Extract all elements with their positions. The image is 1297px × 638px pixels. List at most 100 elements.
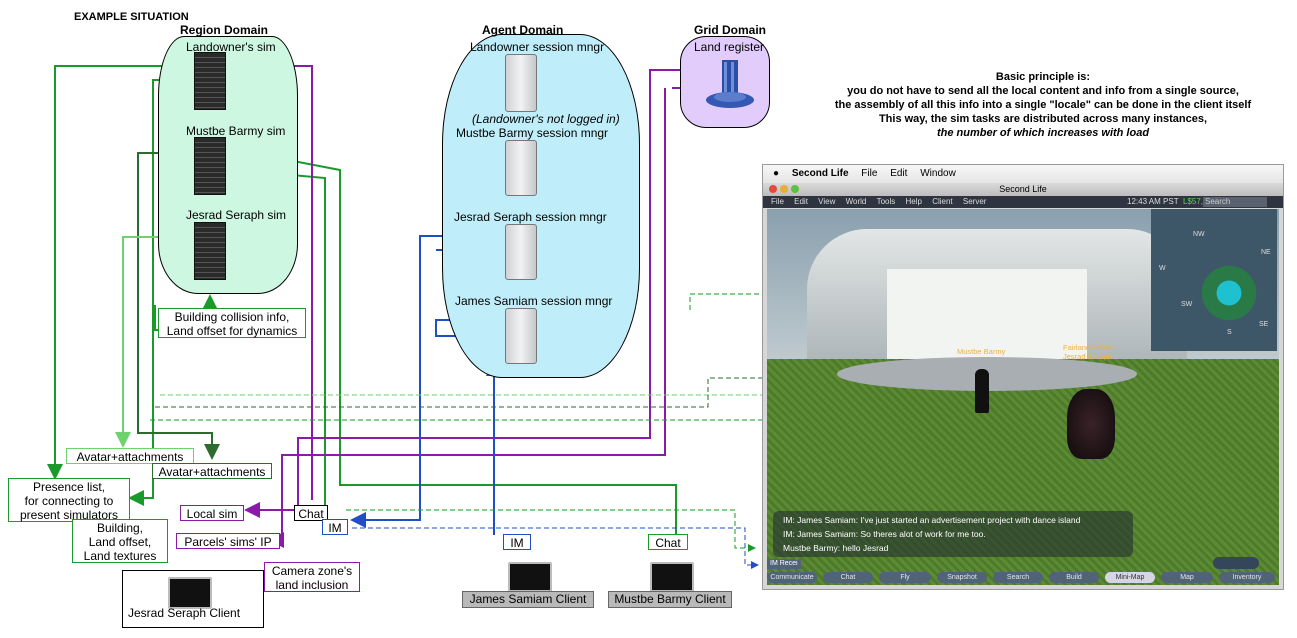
server-tower-icon <box>505 308 537 364</box>
name-tag: Jesrad Seraph <box>1063 352 1112 361</box>
compass-label: NW <box>1193 231 1205 238</box>
sl-menu-item[interactable]: World <box>845 197 867 206</box>
dash-im <box>352 527 759 569</box>
balance: L$57,879 <box>1183 197 1217 206</box>
box-line: Building, <box>96 521 144 535</box>
sl-menubar: File Edit View World Tools Help Client S… <box>763 196 1283 208</box>
name-tag: Fairland Admin <box>1063 343 1114 352</box>
box-line: present simulators <box>19 508 119 522</box>
apple-icon: ● <box>773 168 780 179</box>
jesrad-client-frame <box>122 570 264 628</box>
server-icon <box>194 222 226 280</box>
line-grid-local <box>244 69 700 518</box>
landowner-sim-label: Landowner's sim <box>186 40 276 54</box>
jesrad-sim-label: Jesrad Seraph sim <box>186 208 287 222</box>
dash-chat <box>346 509 756 552</box>
region-domain-ellipse <box>158 36 298 294</box>
mac-menu-item[interactable]: Second Life <box>791 168 849 179</box>
mustbe-chat-box: Chat <box>648 534 688 550</box>
toolbar-inventory[interactable]: Inventory <box>1219 572 1275 583</box>
box-line: Land textures <box>83 549 157 563</box>
server-tower-icon <box>505 140 537 196</box>
sl-menu-item[interactable]: Help <box>905 197 922 206</box>
avatar-box-1: Avatar+attachments <box>66 448 194 464</box>
jesrad-mgr-label: Jesrad Seraph session mngr <box>454 210 607 224</box>
agent-domain-label: Agent Domain <box>482 23 564 37</box>
principle-line: This way, the sim tasks are distributed … <box>878 113 1208 125</box>
volume-control[interactable] <box>1213 557 1259 569</box>
mac-menu-item[interactable]: Edit <box>890 168 908 179</box>
compass-label: W <box>1159 265 1166 272</box>
world-view[interactable]: Mustbe Barmy Fairland Admin Jesrad Serap… <box>767 209 1279 585</box>
mac-menu-item[interactable]: Window <box>920 168 956 179</box>
mini-map[interactable]: NW NE W SW SE S <box>1151 209 1277 351</box>
avatar-figure <box>975 369 989 413</box>
line-mustbe-avatar <box>137 152 220 460</box>
dash-dkgreen <box>155 374 901 408</box>
server-tower-icon <box>505 54 537 112</box>
box-line: for connecting to <box>24 494 114 508</box>
window-title: Second Life <box>763 183 1283 196</box>
agent-domain-ellipse <box>442 34 640 378</box>
search-input[interactable]: Search <box>1203 197 1267 207</box>
clock: 12:43 AM PST <box>1127 197 1179 206</box>
monitor-icon <box>508 562 552 592</box>
toolbar-map[interactable]: Map <box>1161 572 1213 583</box>
box-line: Land offset, <box>88 535 152 549</box>
supercomputer-icon <box>704 56 756 110</box>
principle-line: Basic principle is: <box>995 71 1091 83</box>
im-received-tab[interactable]: IM Recei <box>767 559 801 569</box>
compass-label: NE <box>1261 249 1271 256</box>
avatar-box-2: Avatar+attachments <box>152 463 272 479</box>
james-client-label: James Samiam Client <box>462 591 594 608</box>
toolbar-chat[interactable]: Chat <box>823 572 873 583</box>
sl-menu-item[interactable]: Edit <box>794 197 808 206</box>
chat-box-local: Chat <box>294 505 328 521</box>
compass-label: SE <box>1259 321 1269 328</box>
mustbe-sim-label: Mustbe Barmy sim <box>186 124 286 138</box>
sl-menu-item[interactable]: File <box>771 197 784 206</box>
box-line: Camera zone's <box>271 564 353 578</box>
region-domain-label: Region Domain <box>180 23 269 37</box>
chat-line: IM: James Samiam: I've just started an a… <box>783 515 1081 525</box>
name-tag: Mustbe Barmy <box>957 347 1006 356</box>
toolbar-communicate[interactable]: Communicate <box>767 572 817 583</box>
chat-line: IM: James Samiam: So theres alot of work… <box>783 529 986 539</box>
compass-label: S <box>1227 329 1232 336</box>
server-icon <box>194 137 226 195</box>
chat-overlay <box>773 511 1133 557</box>
box-line: Land offset for dynamics <box>166 324 298 338</box>
principle-line: the number of which increases with load <box>936 127 1150 139</box>
building-box: Building, Land offset, Land textures <box>72 519 168 563</box>
box-line: land inclusion <box>275 578 349 592</box>
zoom-icon[interactable] <box>791 185 799 193</box>
sl-menu-item[interactable]: View <box>818 197 836 206</box>
sl-menu-item[interactable]: Client <box>932 197 953 206</box>
im-box-local: IM <box>322 519 348 535</box>
james-im-box: IM <box>503 534 531 550</box>
jesrad-client-label: Jesrad Seraph Client <box>128 606 241 620</box>
server-icon <box>194 52 226 110</box>
close-icon[interactable] <box>769 185 777 193</box>
parcels-ip-box: Parcels' sims' IP <box>176 533 280 549</box>
james-mgr-label: James Samiam session mngr <box>455 294 613 308</box>
sl-menu-item[interactable]: Server <box>962 197 987 206</box>
mac-menubar: ● Second Life File Edit Window <box>763 165 1283 183</box>
example-title: EXAMPLE SITUATION <box>74 11 189 23</box>
land-register-label: Land register <box>694 40 765 54</box>
toolbar-fly[interactable]: Fly <box>879 572 931 583</box>
toolbar-build[interactable]: Build <box>1049 572 1099 583</box>
sl-menu-item[interactable]: Tools <box>876 197 896 206</box>
mac-menu-item[interactable]: File <box>861 168 878 179</box>
minimap-terrain <box>1189 239 1269 329</box>
toolbar-snapshot[interactable]: Snapshot <box>937 572 987 583</box>
toolbar-mini-map[interactable]: Mini-Map <box>1105 572 1155 583</box>
box-line: Presence list, <box>32 480 106 494</box>
collision-info-box: Building collision info, Land offset for… <box>158 308 306 338</box>
principle-line: the assembly of all this info into a sin… <box>834 99 1252 111</box>
local-sim-box: Local sim <box>180 505 244 521</box>
mustbe-client-label: Mustbe Barmy Client <box>608 591 732 608</box>
landowner-mgr-label: Landowner session mngr <box>470 40 605 54</box>
minimize-icon[interactable] <box>780 185 788 193</box>
toolbar-search[interactable]: Search <box>993 572 1043 583</box>
